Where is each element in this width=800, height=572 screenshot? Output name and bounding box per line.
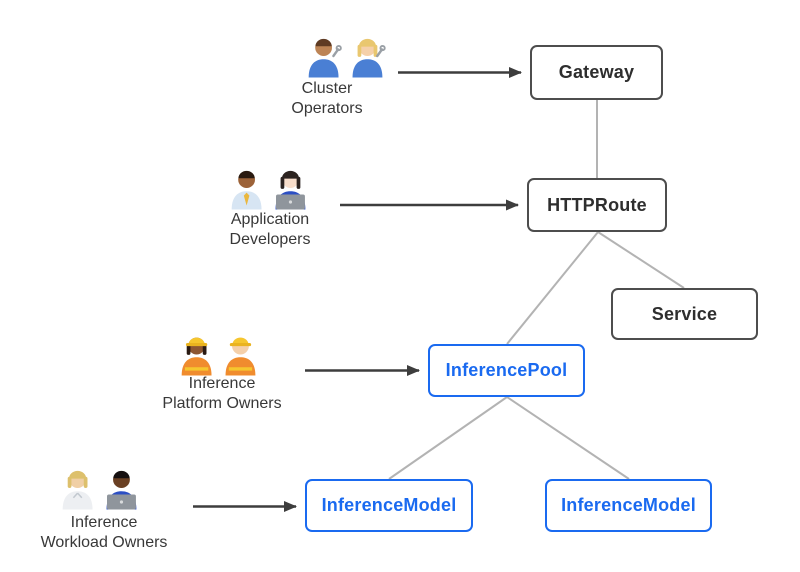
inference-platform-owners-icons <box>181 337 256 376</box>
persona-cluster-operators-label: Cluster Operators <box>217 79 437 118</box>
persona-label-line: Cluster <box>301 80 353 97</box>
woman-mechanic-icon <box>352 38 386 78</box>
edge-inferencepool-inferencemodel-right <box>506 396 630 480</box>
persona-inference-workload-owners-label: Inference Workload Owners <box>0 513 214 552</box>
cluster-operators-icons <box>308 38 386 78</box>
node-inferencemodel-left: InferenceModel <box>305 479 473 532</box>
edge-httproute-service <box>597 231 685 289</box>
persona-label-line: Platform Owners <box>162 394 282 412</box>
node-service: Service <box>611 288 758 340</box>
man-office-worker-icon <box>231 170 262 210</box>
inference-workload-owners-icons <box>62 470 137 510</box>
node-service-label: Service <box>651 303 718 324</box>
edge-httproute-inferencepool <box>506 231 599 345</box>
persona-label-line: Application <box>230 211 310 228</box>
man-technologist-icon <box>106 470 137 510</box>
persona-label-line: Operators <box>291 99 363 117</box>
node-inferencepool: InferencePool <box>428 344 585 397</box>
node-inferencepool-label: InferencePool <box>445 360 568 380</box>
man-construction-worker-icon <box>225 337 256 376</box>
node-inferencemodel-right-label: InferenceModel <box>561 495 696 515</box>
woman-technologist-icon <box>275 170 306 210</box>
man-mechanic-icon <box>308 38 342 78</box>
persona-application-developers-label: Application Developers <box>160 210 380 249</box>
node-gateway: Gateway <box>530 45 663 100</box>
application-developers-icons <box>231 170 306 210</box>
node-gateway-label: Gateway <box>558 62 635 82</box>
node-inferencemodel-right: InferenceModel <box>545 479 712 532</box>
persona-label-line: Inference <box>70 514 138 531</box>
persona-label-line: Developers <box>229 230 311 248</box>
persona-label-line: Inference <box>188 375 256 392</box>
node-inferencemodel-left-label: InferenceModel <box>321 495 457 515</box>
edge-inferencepool-inferencemodel-left <box>388 396 508 480</box>
persona-label-line: Workload Owners <box>40 533 168 551</box>
node-httproute: HTTPRoute <box>527 178 667 232</box>
woman-construction-worker-icon <box>181 337 212 376</box>
blonde-scientist-icon <box>62 470 93 510</box>
persona-inference-platform-owners-label: Inference Platform Owners <box>112 374 332 413</box>
node-httproute-label: HTTPRoute <box>547 194 647 215</box>
